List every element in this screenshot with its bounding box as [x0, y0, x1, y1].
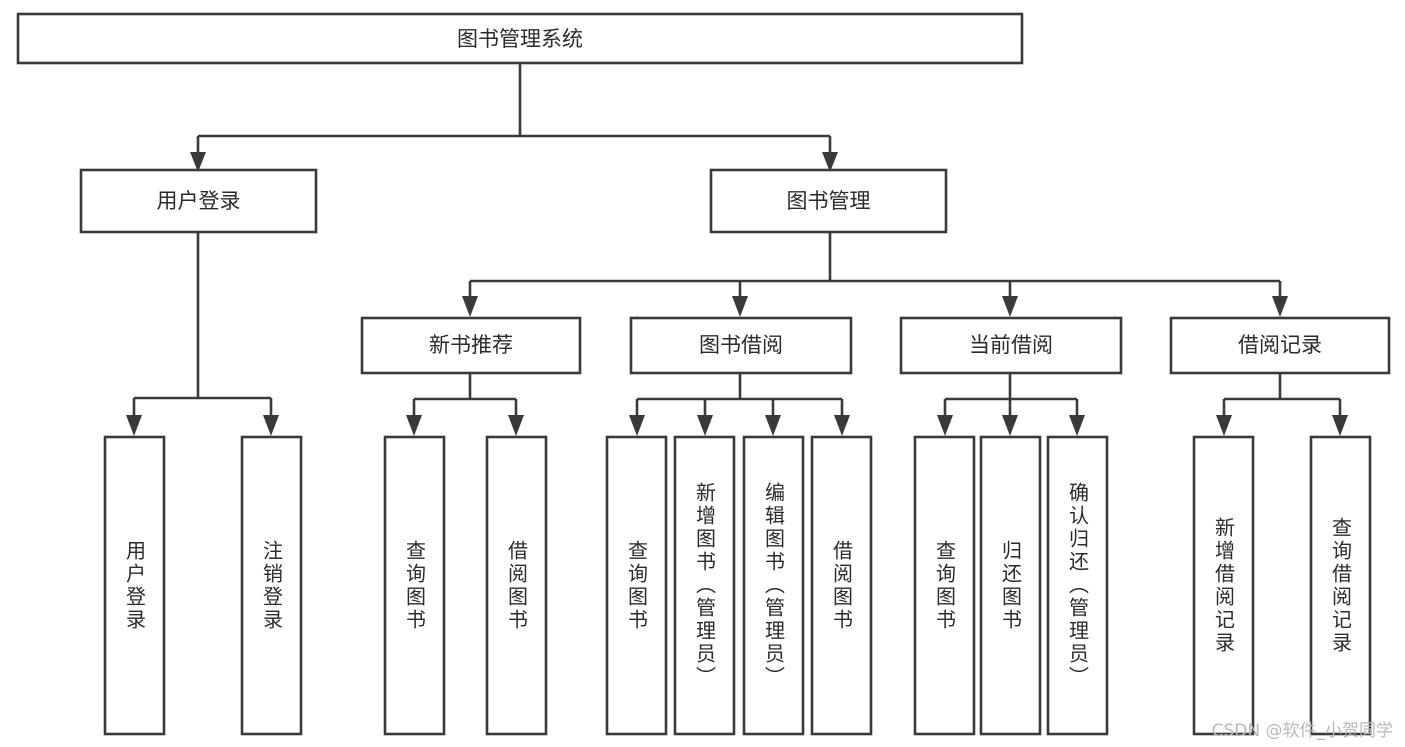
leaf-box-query-book-2[interactable] — [605, 435, 668, 736]
leaf-box-confirm-return-admin[interactable] — [1046, 435, 1109, 736]
node-book-borrow-label: 图书借阅 — [699, 333, 783, 357]
leaf-box-borrow-book-1[interactable] — [485, 435, 548, 736]
node-current-borrow-box[interactable] — [899, 316, 1123, 375]
node-current-borrow-label: 当前借阅 — [969, 333, 1053, 357]
leaf-box-logout[interactable] — [240, 435, 303, 736]
leaf-box-user-login[interactable] — [103, 435, 166, 736]
node-user-login-label: 用户登录 — [157, 189, 241, 213]
connector-newbook-to-leaves — [406, 373, 524, 436]
leaf-box-query-book-1[interactable] — [383, 435, 446, 736]
leaf-box-borrow-book-2[interactable] — [810, 435, 873, 736]
connector-userlogin-to-leaves — [126, 232, 279, 436]
csdn-watermark: CSDN @软件_小贺同学 — [1211, 721, 1393, 741]
node-borrow-records-box[interactable] — [1169, 316, 1391, 375]
connector-root-to-level2 — [190, 63, 838, 172]
leaf-box-return-book[interactable] — [979, 435, 1042, 736]
connector-borrow-to-leaves — [629, 373, 850, 436]
node-root-label: 图书管理系统 — [457, 27, 583, 51]
leaf-box-query-borrow-record[interactable] — [1309, 435, 1372, 736]
node-new-book-recommend-box[interactable] — [360, 316, 582, 375]
connector-current-to-leaves — [937, 373, 1085, 436]
node-new-book-recommend-label: 新书推荐 — [429, 333, 513, 357]
node-book-borrow-box[interactable] — [629, 316, 853, 375]
node-borrow-records-label: 借阅记录 — [1238, 333, 1322, 357]
leaf-box-add-borrow-record[interactable] — [1192, 435, 1255, 736]
leaf-box-edit-book-admin[interactable] — [742, 435, 805, 736]
node-book-management-label: 图书管理 — [787, 189, 871, 213]
leaf-box-add-book-admin[interactable] — [673, 435, 736, 736]
leaf-box-query-book-3[interactable] — [913, 435, 976, 736]
connector-bookmgmt-to-level3 — [462, 232, 1288, 317]
node-user-login-box[interactable] — [79, 168, 318, 234]
node-root-box[interactable] — [16, 12, 1024, 65]
node-book-management-box[interactable] — [709, 168, 948, 234]
connector-records-to-leaves — [1216, 373, 1348, 436]
